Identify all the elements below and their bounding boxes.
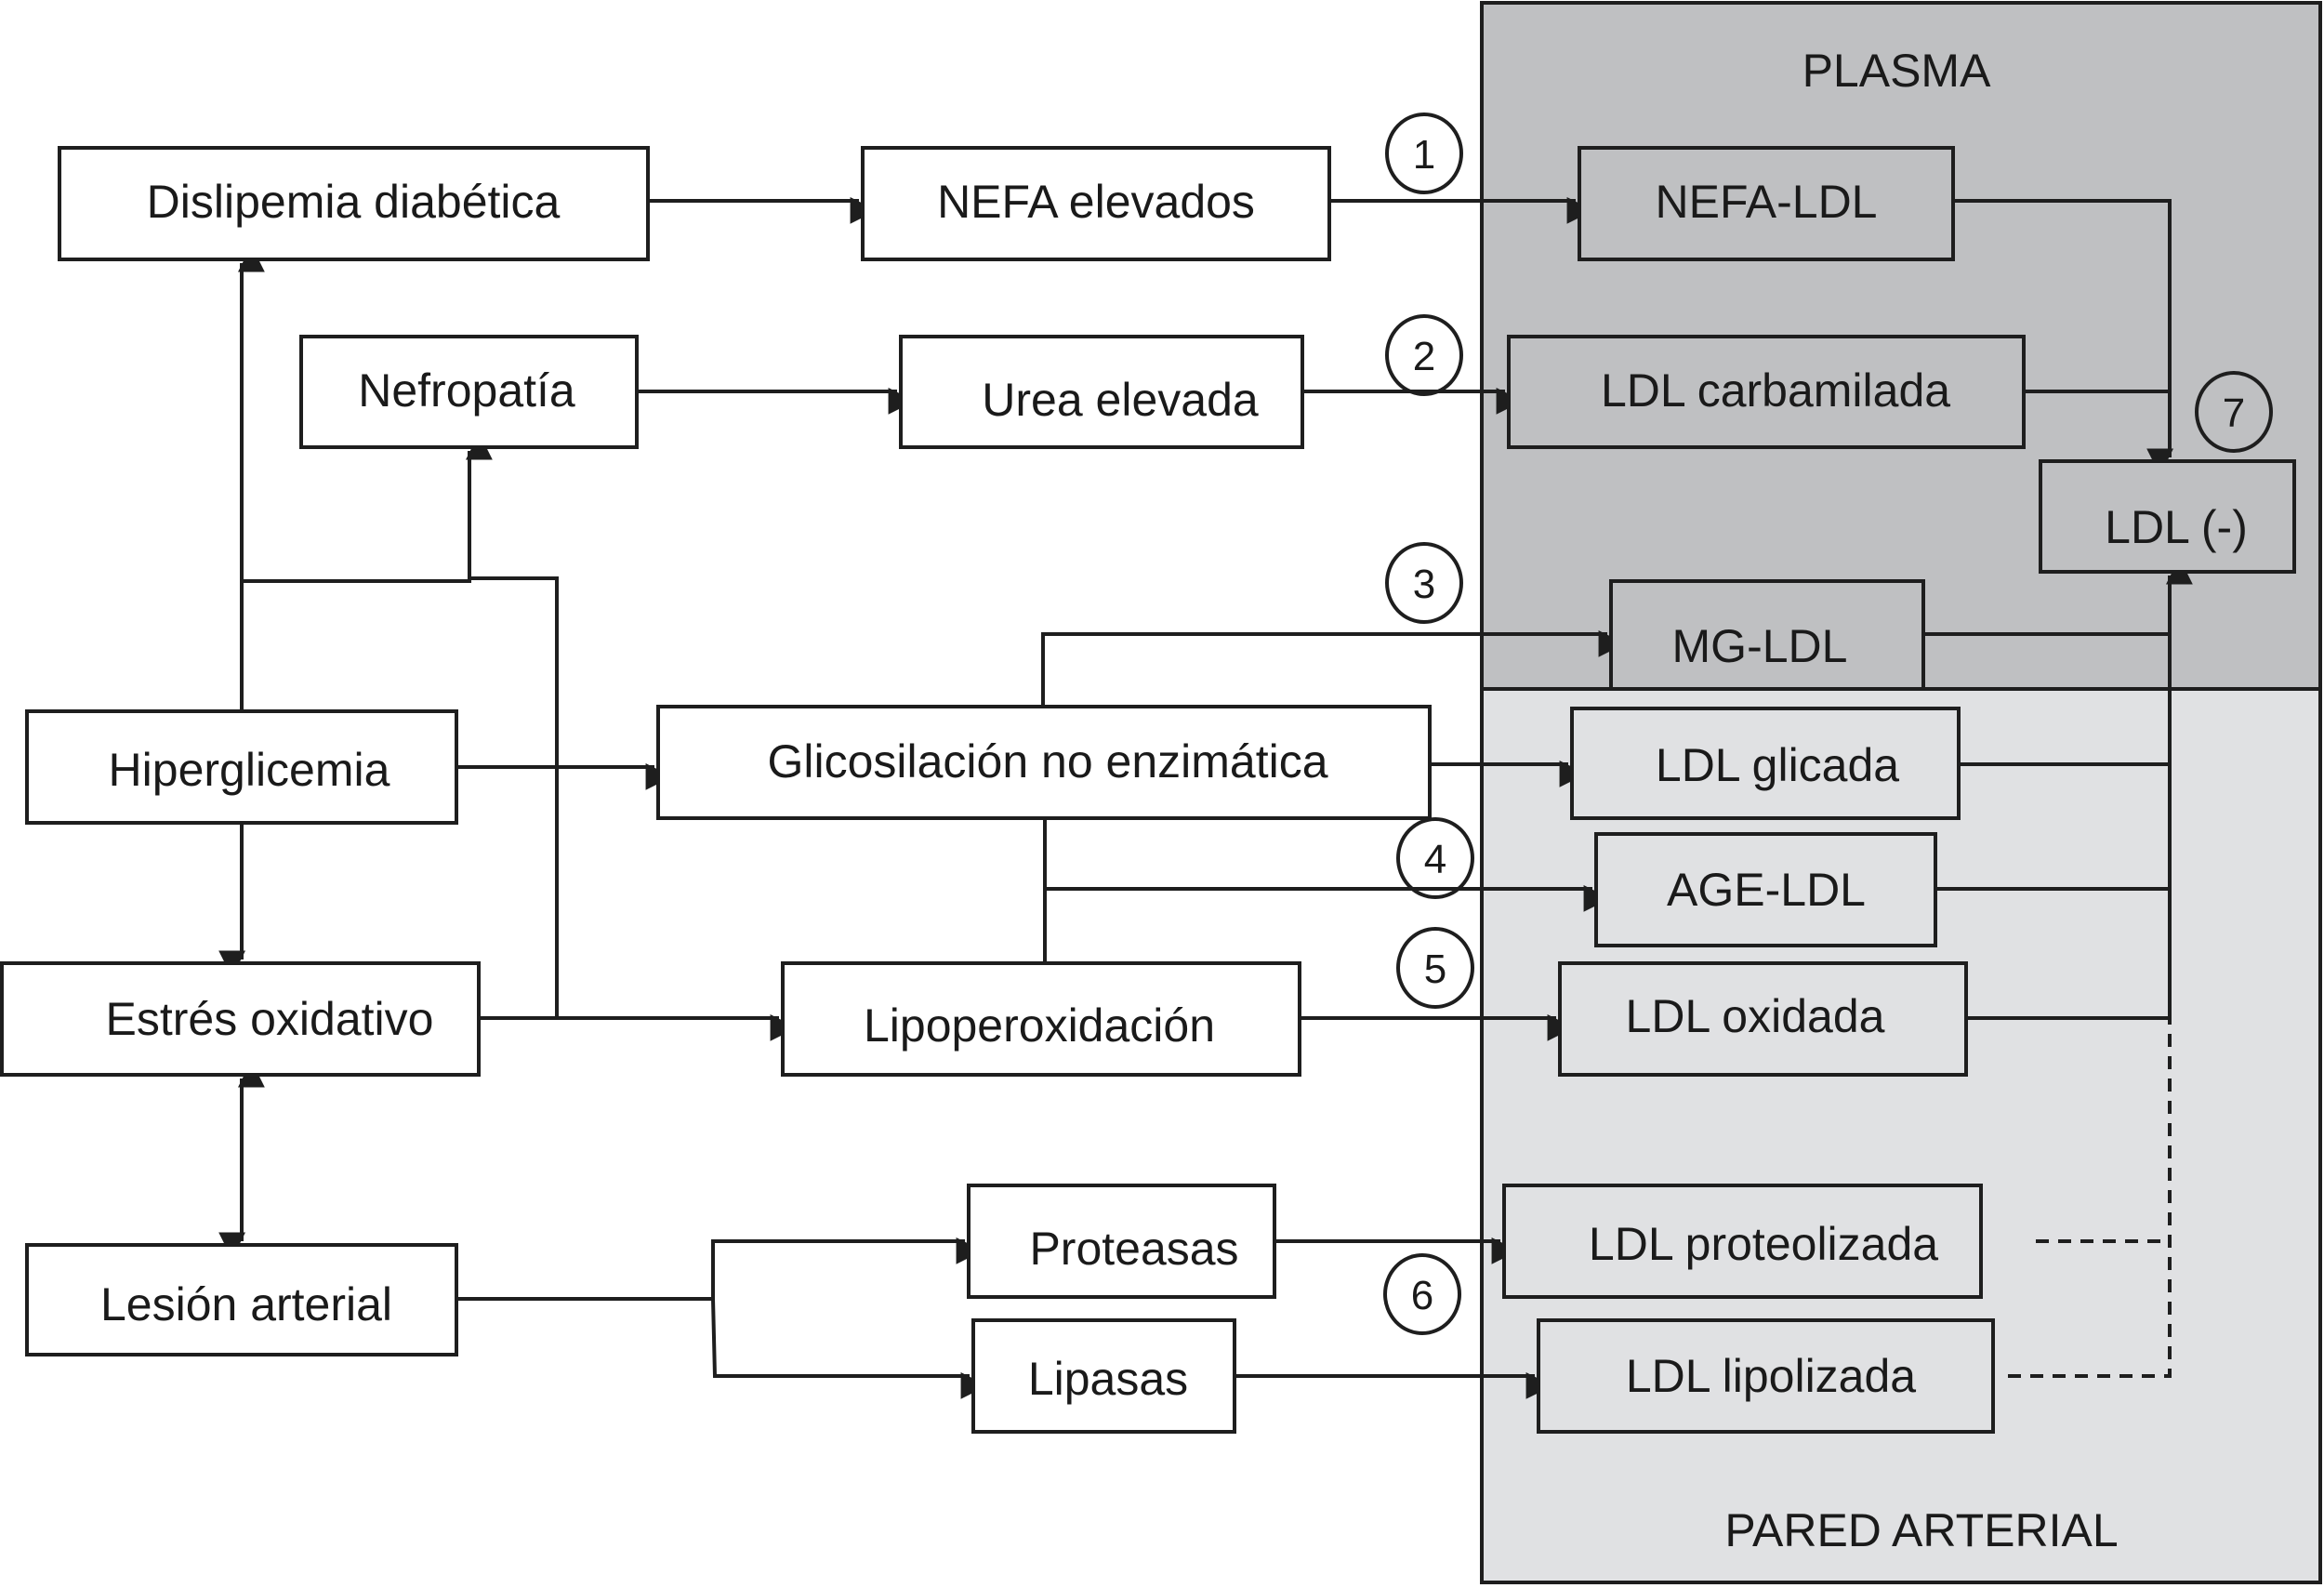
step-marker-1: 1 bbox=[1385, 112, 1463, 194]
step-number: 4 bbox=[1424, 837, 1446, 882]
node-proteasas[interactable]: Proteasas bbox=[967, 1184, 1276, 1299]
node-box bbox=[299, 335, 639, 449]
node-box bbox=[1570, 707, 1961, 820]
node-box bbox=[58, 146, 650, 261]
edges bbox=[218, 197, 2193, 1399]
node-ldl-negativa[interactable]: LDL (-) bbox=[2039, 459, 2296, 574]
node-nefropatia[interactable]: Nefropatía bbox=[299, 335, 639, 449]
node-dislipemia-diabetica[interactable]: Dislipemia diabética bbox=[58, 146, 650, 261]
node-box bbox=[861, 146, 1331, 261]
node-box bbox=[1578, 146, 1955, 261]
node-label: Hiperglicemia bbox=[109, 744, 390, 796]
step-marker-6: 6 bbox=[1383, 1253, 1461, 1335]
node-hiperglicemia[interactable]: Hiperglicemia bbox=[25, 709, 458, 825]
node-nefa-elevados[interactable]: NEFA elevados bbox=[861, 146, 1331, 261]
node-label: LDL oxidada bbox=[1626, 990, 1885, 1042]
node-label: LDL glicada bbox=[1656, 739, 1899, 791]
node-ldl-glicada[interactable]: LDL glicada bbox=[1570, 707, 1961, 820]
node-label: Estrés oxidativo bbox=[106, 993, 434, 1045]
step-marker-7: 7 bbox=[2195, 371, 2273, 453]
edge-ldl-lipolizada-to-ldl-neg-dashed bbox=[2008, 1018, 2172, 1378]
node-label: LDL (-) bbox=[2105, 501, 2248, 553]
node-estres-oxidativo[interactable]: Estrés oxidativo bbox=[0, 961, 481, 1077]
step-marker-4: 4 bbox=[1396, 817, 1474, 899]
node-lesion-arterial[interactable]: Lesión arterial bbox=[25, 1243, 458, 1356]
step-number: 5 bbox=[1424, 946, 1446, 992]
node-label: AGE-LDL bbox=[1667, 864, 1866, 916]
step-number: 7 bbox=[2223, 390, 2245, 436]
step-number: 2 bbox=[1413, 334, 1435, 379]
node-ldl-oxidada[interactable]: LDL oxidada bbox=[1558, 961, 1968, 1077]
node-box bbox=[25, 709, 458, 825]
step-markers: 1 2 3 4 5 6 7 bbox=[1383, 112, 2273, 1335]
node-urea-elevada[interactable]: Urea elevada bbox=[899, 335, 1304, 449]
node-lipasas[interactable]: Lipasas bbox=[971, 1318, 1236, 1434]
edge-hiperglicemia-to-nefropatia bbox=[242, 432, 493, 583]
node-box bbox=[25, 1243, 458, 1356]
node-ldl-carbamilada[interactable]: LDL carbamilada bbox=[1507, 335, 2026, 449]
node-box bbox=[1502, 1184, 1983, 1299]
node-box bbox=[1594, 832, 1937, 947]
node-ldl-proteolizada[interactable]: LDL proteolizada bbox=[1502, 1184, 1983, 1299]
edge-estres-to-nefropatia bbox=[469, 576, 559, 1018]
node-label: Dislipemia diabética bbox=[147, 176, 561, 228]
node-age-ldl[interactable]: AGE-LDL bbox=[1594, 832, 1937, 947]
step-marker-2: 2 bbox=[1385, 314, 1463, 396]
node-label: Urea elevada bbox=[982, 374, 1259, 426]
node-box bbox=[899, 335, 1304, 449]
node-box bbox=[971, 1318, 1236, 1434]
plasma-label: PLASMA bbox=[1802, 45, 1992, 97]
node-label: LDL proteolizada bbox=[1589, 1218, 1938, 1270]
node-box bbox=[967, 1184, 1276, 1299]
pared-arterial-label: PARED ARTERIAL bbox=[1724, 1504, 2118, 1556]
step-number: 3 bbox=[1413, 562, 1435, 607]
node-box bbox=[656, 705, 1432, 820]
edge-nefa-ldl-to-ldl-neg bbox=[1953, 199, 2173, 476]
node-label: LDL carbamilada bbox=[1601, 364, 1950, 417]
edge-glicosilacion-to-mg-ldl bbox=[1041, 630, 1626, 707]
node-box bbox=[781, 961, 1301, 1077]
node-box bbox=[1537, 1318, 1995, 1434]
node-glicosilacion-no-enzimatica[interactable]: Glicosilación no enzimática bbox=[656, 705, 1432, 820]
nodes: Dislipemia diabética NEFA elevados NEFA-… bbox=[0, 146, 2296, 1434]
node-label: Lipasas bbox=[1028, 1353, 1188, 1405]
node-label: MG-LDL bbox=[1672, 620, 1848, 672]
step-marker-5: 5 bbox=[1396, 927, 1474, 1009]
step-marker-3: 3 bbox=[1385, 542, 1463, 624]
node-nefa-ldl[interactable]: NEFA-LDL bbox=[1578, 146, 1955, 261]
node-label: Glicosilación no enzimática bbox=[767, 735, 1327, 787]
step-number: 6 bbox=[1411, 1273, 1433, 1318]
node-box bbox=[1507, 335, 2026, 449]
node-label: Nefropatía bbox=[358, 364, 575, 417]
node-box bbox=[0, 961, 481, 1077]
node-label: LDL lipolizada bbox=[1626, 1350, 1916, 1402]
step-number: 1 bbox=[1413, 132, 1435, 178]
node-box bbox=[2039, 459, 2296, 574]
node-mg-ldl[interactable]: MG-LDL bbox=[1609, 579, 1925, 691]
pared-arterial-region bbox=[1480, 687, 2322, 1584]
node-label: Lipoperoxidación bbox=[864, 999, 1215, 1052]
node-lipoperoxidacion[interactable]: Lipoperoxidación bbox=[781, 961, 1301, 1077]
edge-lesion-to-lipasas bbox=[711, 1298, 988, 1399]
node-box bbox=[1609, 579, 1925, 691]
node-box bbox=[1558, 961, 1968, 1077]
edge-lesion-to-proteasas bbox=[456, 1237, 984, 1301]
node-label: NEFA elevados bbox=[937, 176, 1255, 228]
node-label: Lesión arterial bbox=[100, 1278, 392, 1330]
node-label: NEFA-LDL bbox=[1656, 176, 1878, 228]
node-ldl-lipolizada[interactable]: LDL lipolizada bbox=[1537, 1318, 1995, 1434]
node-label: Proteasas bbox=[1029, 1223, 1238, 1275]
